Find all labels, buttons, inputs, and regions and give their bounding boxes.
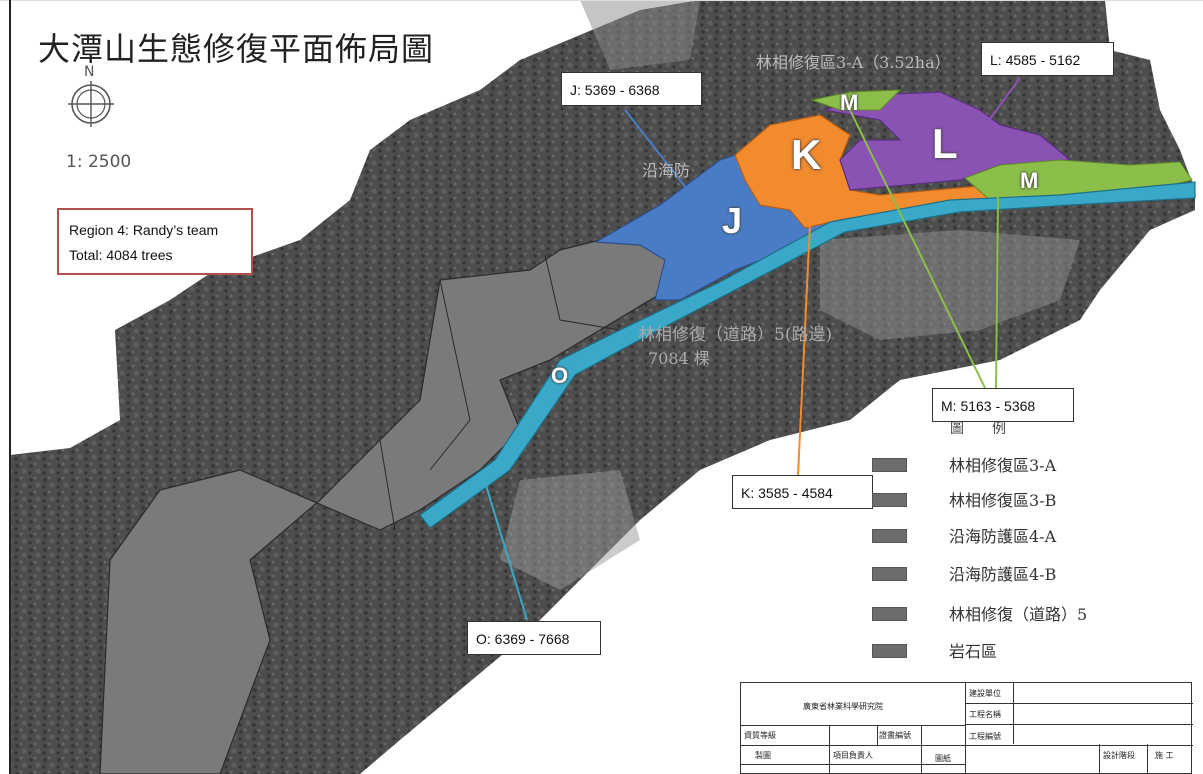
zone-j-letter: J [722,200,743,241]
cert-no-label: 證書編號 [879,731,911,740]
institute-name: 廣東省林業科學研究院 [803,702,883,711]
leader-j [624,109,706,213]
zone-m-area-top [810,89,902,111]
map-title: 大潭山生態修復平面佈局圖 [38,30,435,68]
forest-3a-label: 林相修復區3-A（3.52ha） [756,53,951,72]
construction-label: 施 工 [1155,751,1174,760]
leader-m1 [849,109,986,389]
zone-m-letter-east: M [1020,168,1039,193]
road5-count: 7084 棵 [648,349,710,368]
leader-o [484,481,528,621]
callout-l: L: 4585 - 5162 [981,42,1114,76]
frame-top [0,0,1203,1]
qualification-label: 資質等級 [744,731,776,740]
rock-zone-lines [379,254,621,531]
callout-o: O: 6369 - 7668 [467,621,601,655]
compass: N [60,64,122,130]
leader-l [977,77,1021,136]
zone-o-area [419,181,1196,529]
legend-label: 林相修復區3-B [949,491,1057,510]
scale-label: 1: 2500 [66,152,132,172]
design-stage-label: 設計階段 [1103,751,1135,760]
legend-swatch [872,529,907,543]
sheet-label: 圖紙 [935,754,951,763]
title-block-table: 廣東省林業科學研究院 建設單位 工程名稱 工程編號 資質等級 證書編號 製圖 項… [740,682,1193,774]
zone-l-letter: L [932,120,958,167]
project-lead-label: 項目負責人 [833,751,873,760]
frame-left [9,0,11,774]
zone-k-letter: K [791,131,822,178]
callout-m: M: 5163 - 5368 [932,388,1074,422]
legend-label: 沿海防護區4-B [949,565,1057,584]
legend-label: 沿海防護區4-A [949,527,1057,546]
region-info-line1: Region 4: Randy’s team [69,222,219,238]
legend-swatch [872,458,907,472]
legend-swatch [872,607,907,621]
legend-label: 林相修復區3-A [949,456,1057,475]
legend-swatch [872,493,907,507]
region-info-box: Region 4: Randy’s team Total: 4084 trees [57,208,253,275]
region-info-line2: Total: 4084 trees [69,247,173,263]
legend-swatch [872,567,907,581]
legend-label: 林相修復（道路）5 [949,605,1088,624]
leader-k [797,181,813,476]
coastal-label: 沿海防 [642,161,690,180]
project-no-label: 工程編號 [969,732,1001,741]
build-unit-label: 建設單位 [969,689,1001,698]
callout-j: J: 5369 - 6368 [561,72,702,106]
urban-patch [580,0,700,70]
project-name-label: 工程名稱 [969,710,1001,719]
compass-letter: N [84,64,95,80]
compass-rose-icon [68,81,114,127]
zone-o-letter: O [551,363,569,388]
drawing-label: 製圖 [755,751,771,760]
road5-label: 林相修復（道路）5(路邊) [638,325,832,345]
legend-swatch [872,644,907,658]
leader-m2 [995,194,999,389]
urban-patch [820,230,1080,340]
callout-k: K: 3585 - 4584 [732,475,873,509]
zone-m-letter-top: M [840,90,859,115]
urban-patch [500,470,640,590]
legend-heading: 圖 例 [950,421,1006,437]
legend-label: 岩石區 [949,642,998,661]
